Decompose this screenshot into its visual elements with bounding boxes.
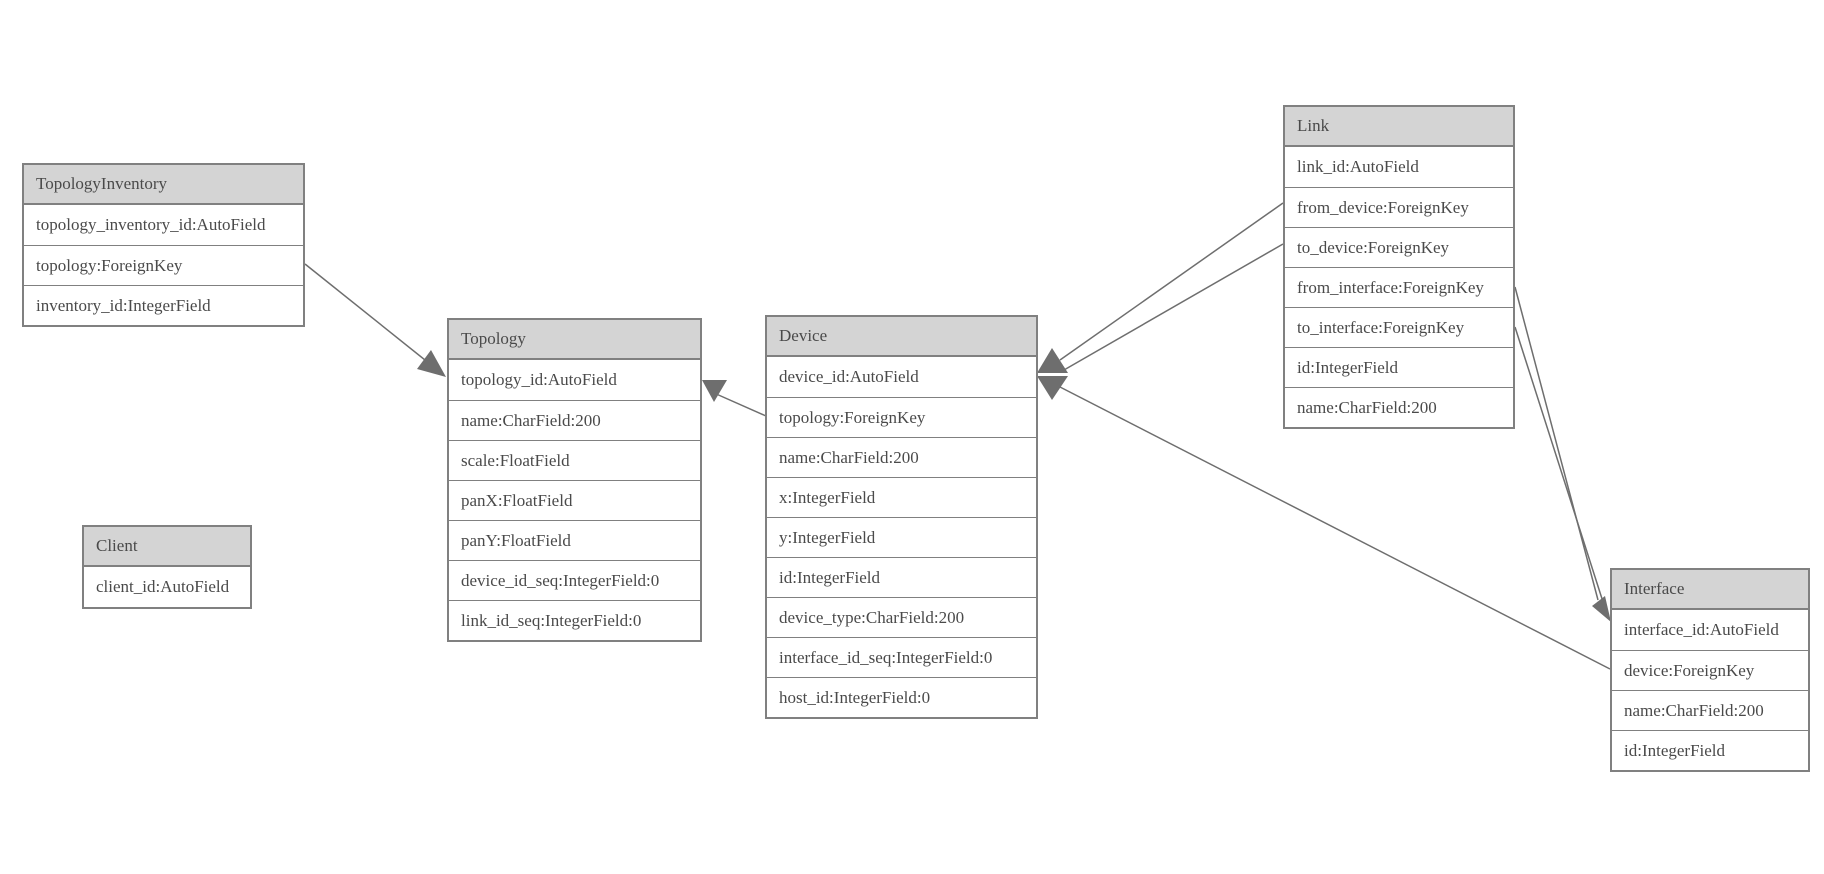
entity-field-row: device_id:AutoField	[767, 357, 1036, 397]
relation-line-device-topology	[713, 392, 767, 417]
entity-field-row: to_interface:ForeignKey	[1285, 307, 1513, 347]
entity-field-row: device_type:CharField:200	[767, 597, 1036, 637]
relation-line-link-from-interface	[1514, 286, 1599, 601]
entity-field-row: id:IntegerField	[1285, 347, 1513, 387]
entity-field-row: panY:FloatField	[449, 520, 700, 560]
relation-arrowhead-topologyinventory-topology	[417, 350, 446, 377]
entity-field-row: device_id_seq:IntegerField:0	[449, 560, 700, 600]
entity-field-row: name:CharField:200	[1285, 387, 1513, 427]
entity-field-row: interface_id:AutoField	[1612, 610, 1808, 650]
relation-arrowhead-link-to-interface	[1592, 596, 1611, 622]
relation-arrowhead-link-to-device	[1037, 348, 1068, 373]
entity-field-row: to_device:ForeignKey	[1285, 227, 1513, 267]
entity-field-row: from_interface:ForeignKey	[1285, 267, 1513, 307]
relation-line-link-to-interface	[1514, 326, 1605, 606]
entity-title-device: Device	[767, 317, 1036, 357]
relation-arrowhead-device-topology	[702, 380, 727, 402]
entity-title-link: Link	[1285, 107, 1513, 147]
entity-field-row: y:IntegerField	[767, 517, 1036, 557]
relation-line-link-from-device	[1059, 202, 1284, 361]
entity-field-row: id:IntegerField	[1612, 730, 1808, 770]
relation-line-link-to-device	[1063, 243, 1284, 371]
entity-field-row: inventory_id:IntegerField	[24, 285, 303, 325]
entity-field-row: client_id:AutoField	[84, 567, 250, 607]
entity-field-row: topology:ForeignKey	[24, 245, 303, 285]
entity-field-row: device:ForeignKey	[1612, 650, 1808, 690]
entity-field-row: id:IntegerField	[767, 557, 1036, 597]
entity-field-row: link_id_seq:IntegerField:0	[449, 600, 700, 640]
entity-title-topology-inventory: TopologyInventory	[24, 165, 303, 205]
entity-field-row: topology_inventory_id:AutoField	[24, 205, 303, 245]
entity-field-row: scale:FloatField	[449, 440, 700, 480]
entity-field-row: name:CharField:200	[767, 437, 1036, 477]
entity-title-topology: Topology	[449, 320, 700, 360]
entity-field-row: x:IntegerField	[767, 477, 1036, 517]
relation-line-interface-device	[1059, 386, 1611, 670]
relation-line-topologyinventory-topology	[304, 263, 441, 373]
entity-field-row: name:CharField:200	[449, 400, 700, 440]
entity-field-row: topology_id:AutoField	[449, 360, 700, 400]
entity-field-row: host_id:IntegerField:0	[767, 677, 1036, 717]
entity-field-row: panX:FloatField	[449, 480, 700, 520]
entity-title-interface: Interface	[1612, 570, 1808, 610]
entity-field-row: topology:ForeignKey	[767, 397, 1036, 437]
entity-field-row: interface_id_seq:IntegerField:0	[767, 637, 1036, 677]
entity-field-row: link_id:AutoField	[1285, 147, 1513, 187]
entity-title-client: Client	[84, 527, 250, 567]
entity-field-row: name:CharField:200	[1612, 690, 1808, 730]
entity-field-row: from_device:ForeignKey	[1285, 187, 1513, 227]
relation-arrowhead-interface-device	[1037, 376, 1068, 400]
